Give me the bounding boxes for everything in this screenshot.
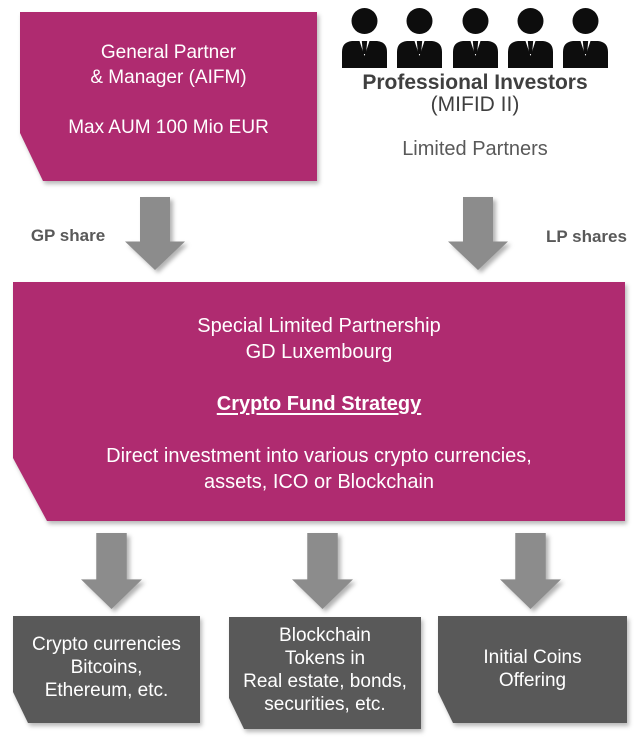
investment-box-line: Bitcoins, (70, 657, 143, 678)
gp-box-line (20, 90, 317, 115)
investment-box-line: Initial Coins (483, 647, 582, 668)
crypto-fund-strategy-line: Crypto Fund Strategy (216, 393, 422, 415)
investment-box-line: Blockchain (279, 625, 371, 646)
fund-box: Special Limited Partnership GD Luxembour… (13, 282, 625, 521)
gp-share-arrow (125, 197, 185, 270)
investor-icon-row (341, 8, 609, 68)
gp-share-label: GP share (30, 226, 106, 245)
mifid-subtitle: (MIFID II) (430, 93, 520, 116)
arrow-to-initial-coins (500, 533, 561, 609)
fund-box-line: GD Luxembourg (245, 341, 393, 363)
initial-coins-offering-box-shape: Initial Coins Offering (438, 616, 627, 723)
down-arrow-icon (81, 533, 142, 609)
investment-box-line: securities, etc. (264, 694, 386, 715)
arrow-to-blockchain-tokens (292, 533, 353, 609)
crypto-currencies-box: Crypto currencies Bitcoins, Ethereum, et… (13, 616, 200, 723)
businessman-icon (563, 8, 608, 68)
investment-box-line: Crypto currencies (32, 634, 181, 655)
lp-shares-label: LP shares (546, 227, 627, 246)
fund-box-shape: Special Limited Partnership GD Luxembour… (13, 282, 625, 521)
fund-box-line (13, 417, 625, 443)
blockchain-tokens-box: Blockchain Tokens in Real estate, bonds,… (229, 617, 421, 729)
crypto-currencies-box-shape: Crypto currencies Bitcoins, Ethereum, et… (13, 616, 200, 723)
blockchain-tokens-box-shape: Blockchain Tokens in Real estate, bonds,… (229, 617, 421, 729)
arrow-to-crypto-currencies (81, 533, 142, 609)
businessman-icon (507, 8, 553, 68)
investment-box-line: Offering (498, 670, 567, 691)
fund-box-line: Special Limited Partnership (197, 315, 441, 337)
down-arrow-icon (125, 197, 185, 270)
down-arrow-icon (500, 533, 561, 609)
gp-box-line: & Manager (AIFM) (90, 67, 247, 88)
lp-shares-arrow (448, 197, 508, 270)
general-partner-box: General Partner & Manager (AIFM) Max AUM… (20, 12, 317, 181)
gp-box-line: General Partner (100, 42, 237, 63)
general-partner-box-shape: General Partner & Manager (AIFM) Max AUM… (20, 12, 317, 181)
investment-box-line: Real estate, bonds, (243, 671, 407, 692)
initial-coins-offering-box: Initial Coins Offering (438, 616, 627, 723)
investment-box-line: Tokens in (284, 648, 366, 669)
investment-box-line: Ethereum, etc. (44, 680, 169, 701)
fund-box-line: assets, ICO or Blockchain (203, 471, 435, 493)
professional-investors-title: Professional Investors (362, 71, 588, 94)
fund-box-line: Direct investment into various crypto cu… (106, 445, 532, 467)
down-arrow-icon (448, 197, 508, 270)
limited-partners-label: Limited Partners (402, 138, 548, 160)
businessman-icon (342, 8, 387, 68)
businessman-icon (397, 8, 443, 68)
down-arrow-icon (292, 533, 353, 609)
businessman-icon (452, 8, 498, 68)
gp-box-line: Max AUM 100 Mio EUR (68, 117, 269, 138)
fund-box-line (13, 365, 625, 391)
